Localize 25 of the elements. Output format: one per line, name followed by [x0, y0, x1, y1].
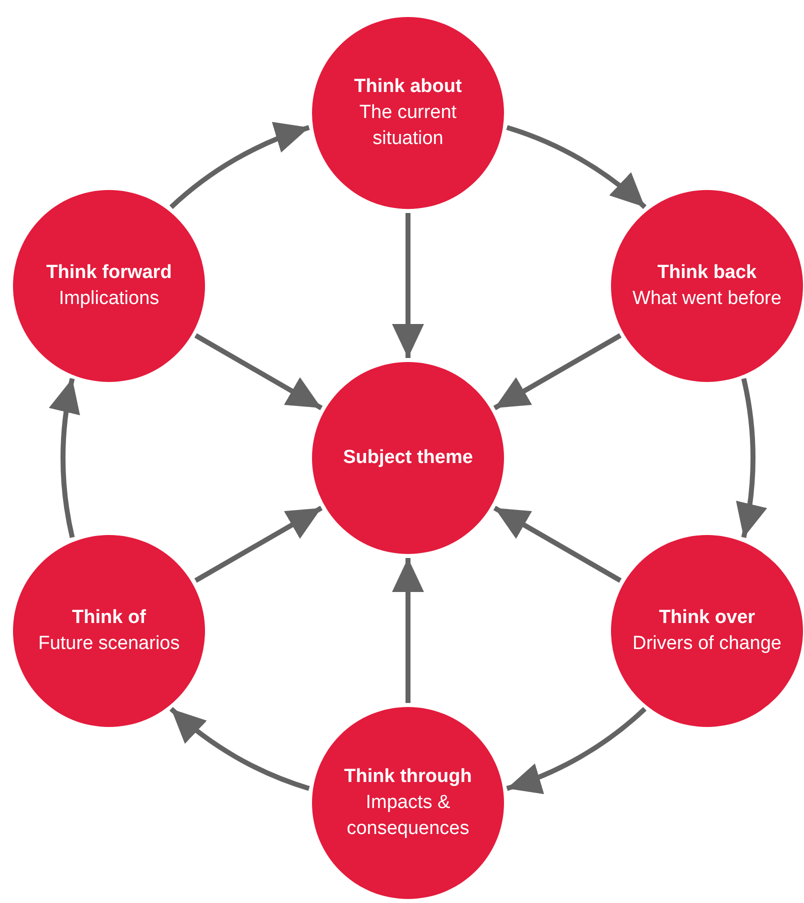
arrow [194, 506, 323, 583]
node-heading: Think about [354, 75, 462, 99]
node-text: What went before [632, 286, 782, 310]
node-text: Future scenarios [38, 632, 180, 656]
node-heading: Think forward [46, 260, 172, 284]
arrow [392, 213, 424, 358]
arrow [734, 378, 766, 538]
node-text: Implications [58, 286, 160, 310]
node-text: Impacts & consequences [346, 791, 470, 841]
arrow [170, 124, 310, 210]
arrow [506, 125, 646, 210]
arrow [392, 558, 424, 703]
node-heading: Think over [658, 606, 756, 630]
node-heading: Think of [72, 606, 146, 630]
arrow [194, 333, 323, 410]
node-text: Drivers of change [632, 632, 782, 656]
arrow [50, 378, 82, 538]
node-heading: Subject theme [343, 446, 473, 470]
arrow [506, 706, 646, 792]
arrow [493, 333, 622, 410]
node-heading: Think back [657, 260, 757, 284]
node-text: The current situation [358, 101, 458, 151]
node-heading: Think through [344, 765, 472, 789]
arrow [170, 706, 310, 791]
arrow [493, 506, 622, 583]
